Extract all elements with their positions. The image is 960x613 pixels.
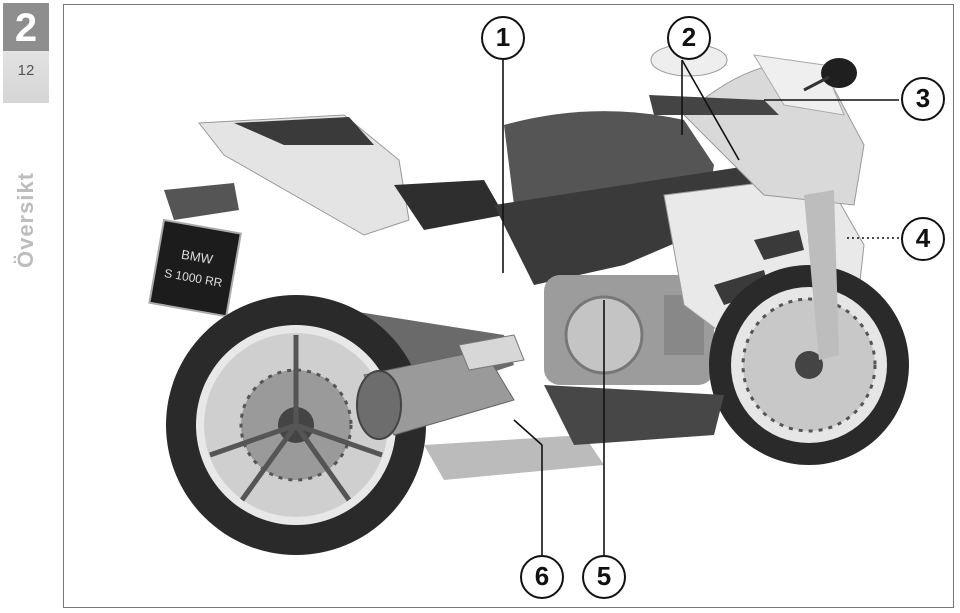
callout-2: 2 (667, 16, 711, 60)
rear-wheel (166, 295, 426, 555)
chapter-number: 2 (14, 6, 38, 50)
seat (234, 117, 374, 145)
callout-5: 5 (582, 555, 626, 599)
exhaust (356, 349, 604, 480)
callout-4: 4 (901, 217, 945, 261)
belly-pan (544, 385, 724, 445)
right-mirror (821, 58, 857, 88)
page-number: 12 (17, 62, 35, 79)
front-wheel (709, 265, 909, 465)
motorcycle-illustration: BMW S 1000 RR (148, 43, 909, 555)
chapter-tab: 2 12 (3, 3, 49, 103)
footrest (458, 334, 525, 371)
callout-3: 3 (901, 77, 945, 121)
number-plate-bracket (164, 183, 239, 220)
leader-line-6b (513, 419, 543, 446)
callout-6: 6 (520, 555, 564, 599)
license-plate: BMW S 1000 RR (148, 218, 242, 318)
section-title: Översikt (0, 120, 52, 320)
leader-line-2a (681, 59, 740, 161)
lower-exhaust (424, 435, 604, 480)
leader-lines (502, 59, 899, 555)
callout-1: 1 (481, 16, 525, 60)
section-title-text: Översikt (13, 171, 38, 269)
rider-seat (394, 180, 504, 230)
license-plate-line1: BMW (180, 247, 215, 267)
front-fork (804, 190, 839, 360)
motorcycle-figure: BMW S 1000 RR (63, 4, 954, 608)
